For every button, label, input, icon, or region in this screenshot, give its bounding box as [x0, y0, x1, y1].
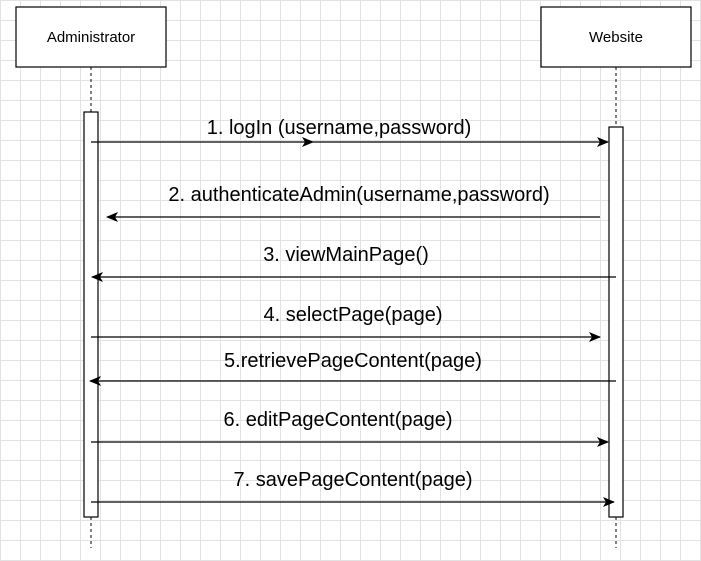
activation-bar-website[interactable] [608, 126, 624, 518]
participant-box-website[interactable] [540, 6, 692, 68]
participant-administrator[interactable]: Administrator [15, 6, 167, 68]
participant-label-administrator: Administrator [47, 29, 135, 46]
activation-bar-administrator[interactable] [83, 111, 99, 518]
message-5[interactable]: 5.retrievePageContent(page) [89, 350, 616, 386]
message-7-label: 7. savePageContent(page) [233, 469, 472, 491]
message-2[interactable]: 2. authenticateAdmin(username,password) [106, 184, 600, 222]
message-6-label: 6. editPageContent(page) [223, 409, 452, 431]
message-7[interactable]: 7. savePageContent(page) [91, 469, 615, 507]
message-1-label: 1. logIn (username,password) [207, 117, 472, 139]
message-1[interactable]: 1. logIn (username,password) [91, 117, 609, 147]
participant-label-website: Website [589, 29, 643, 46]
message-3[interactable]: 3. viewMainPage() [91, 244, 616, 282]
message-3-label: 3. viewMainPage() [263, 244, 429, 266]
message-4-label: 4. selectPage(page) [263, 304, 442, 326]
message-5-label: 5.retrievePageContent(page) [224, 350, 482, 372]
participant-website[interactable]: Website [540, 6, 692, 68]
message-6[interactable]: 6. editPageContent(page) [91, 409, 609, 447]
message-4[interactable]: 4. selectPage(page) [91, 304, 601, 342]
message-2-label: 2. authenticateAdmin(username,password) [168, 184, 549, 206]
message-1-midpoint-arrowhead [302, 137, 314, 147]
